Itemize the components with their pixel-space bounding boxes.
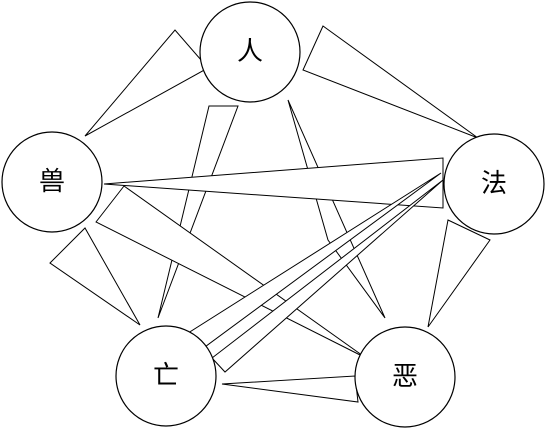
node-fa-circle <box>443 133 545 235</box>
node-e-circle <box>354 326 456 428</box>
node-fa: 法 <box>443 133 545 235</box>
node-fa-label: 法 <box>481 169 507 199</box>
node-ren-circle <box>199 1 301 103</box>
node-shou: 兽 <box>1 131 103 233</box>
wedge-ren-wang <box>157 105 239 319</box>
node-e-label: 恶 <box>392 362 418 392</box>
wedge-wang-e <box>221 375 359 403</box>
node-wang: 亡 <box>115 325 217 427</box>
node-e: 恶 <box>354 326 456 428</box>
wedge-shou-ren <box>84 29 209 137</box>
wedge-ren-e <box>287 99 386 319</box>
wedge-fa-wang <box>211 179 444 373</box>
connectors <box>49 25 491 403</box>
wedge-shou-wang <box>49 227 141 326</box>
wedge-shou-e <box>95 185 367 359</box>
node-wang-label: 亡 <box>153 361 179 391</box>
node-wang-circle <box>115 325 217 427</box>
wedge-fa-e <box>427 219 491 328</box>
wedge-shou-fa <box>103 157 444 209</box>
wedge-ren-fa <box>302 25 479 139</box>
node-shou-label: 兽 <box>39 167 65 197</box>
node-ren-label: 人 <box>237 37 263 67</box>
node-shou-circle <box>1 131 103 233</box>
node-ren: 人 <box>199 1 301 103</box>
